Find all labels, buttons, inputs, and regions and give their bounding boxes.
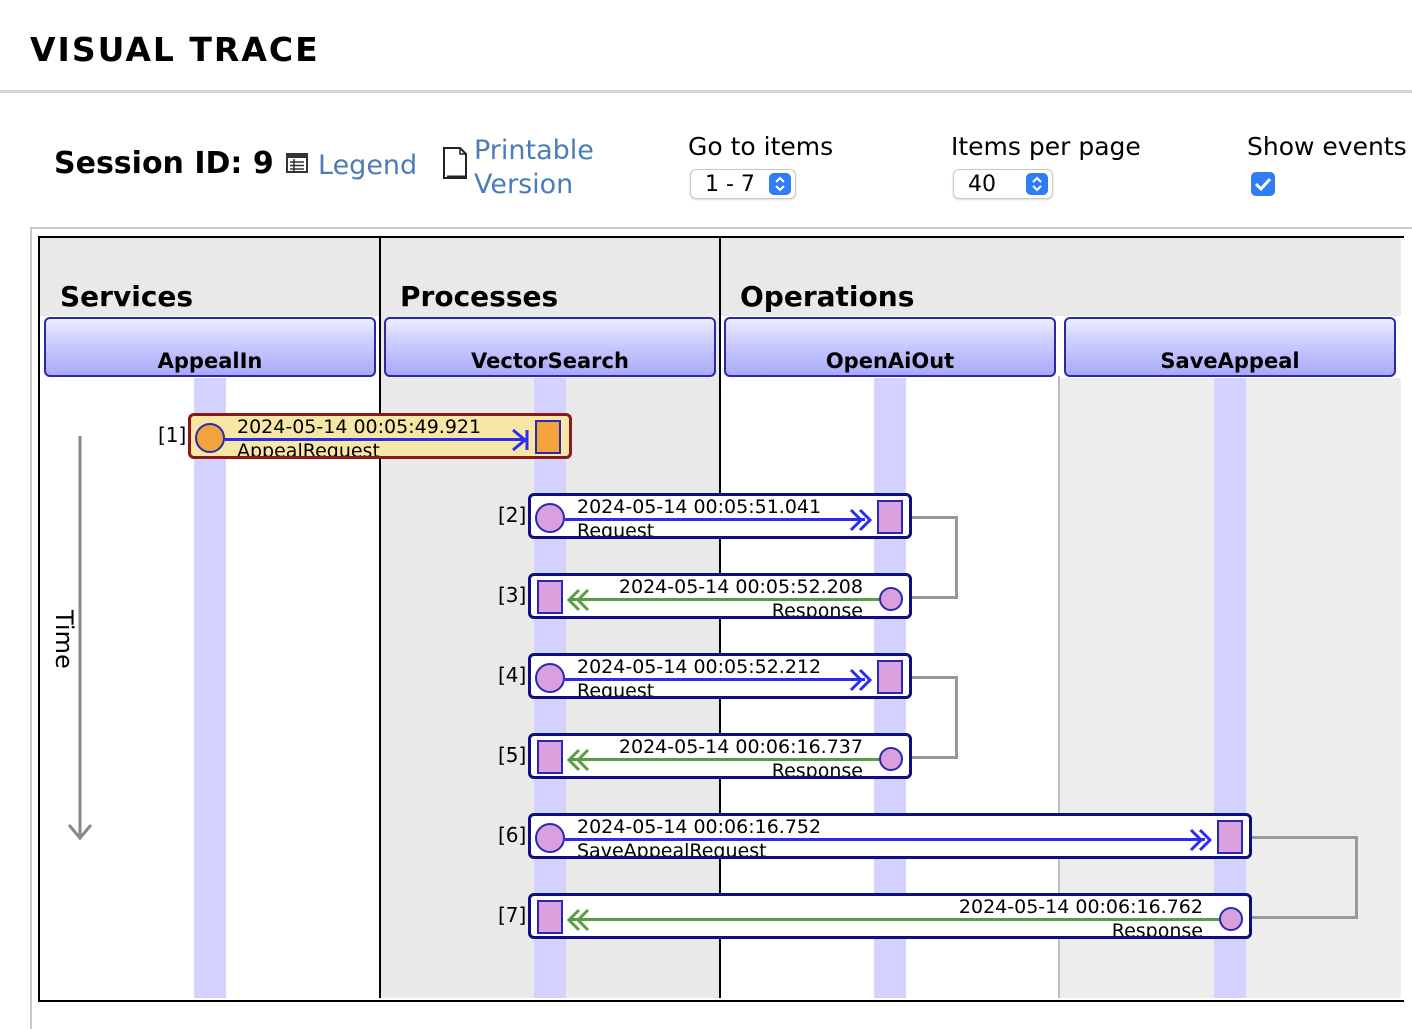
message-name: SaveAppealRequest	[577, 840, 767, 859]
message-index: [5]	[498, 743, 527, 767]
items-per-page-select[interactable]: 40	[953, 169, 1053, 199]
column-header-vectorsearch[interactable]: VectorSearch	[384, 317, 716, 377]
select-updown-icon	[769, 173, 791, 195]
pair-connector	[910, 676, 958, 759]
message-time: 2024-05-14 00:06:16.762	[958, 896, 1203, 918]
message-index: [7]	[498, 903, 527, 927]
legend-link[interactable]: Legend	[318, 150, 418, 181]
goto-items-label: Go to items	[688, 132, 834, 161]
double-arrow-back-icon	[566, 588, 590, 612]
message-name: Response	[771, 760, 863, 779]
message-time: 2024-05-14 00:06:16.737	[618, 736, 863, 758]
goto-items-select[interactable]: 1 - 7	[690, 169, 796, 199]
message-row[interactable]: 2024-05-14 00:05:49.921 AppealRequest	[188, 413, 572, 459]
message-time: 2024-05-14 00:05:52.208	[618, 576, 863, 598]
message-name: AppealRequest	[237, 440, 380, 459]
message-name: Response	[1111, 920, 1203, 939]
printable-line-1: Printable	[474, 135, 594, 166]
message-time: 2024-05-14 00:05:52.212	[577, 656, 822, 678]
section-divider	[379, 238, 381, 998]
target-box-icon	[1217, 820, 1243, 854]
source-circle-icon	[535, 663, 565, 693]
request-arrow-line	[565, 678, 865, 681]
legend-icon[interactable]	[286, 153, 308, 173]
response-arrow-line	[571, 758, 881, 761]
message-name: Request	[577, 680, 655, 699]
arrow-head-icon	[512, 428, 529, 452]
message-index: [3]	[498, 583, 527, 607]
section-title-processes: Processes	[400, 280, 559, 313]
message-time: 2024-05-14 00:05:51.041	[577, 496, 822, 518]
message-row[interactable]: 2024-05-14 00:06:16.752 SaveAppealReques…	[528, 813, 1252, 859]
goto-items-value: 1 - 7	[705, 172, 755, 197]
message-row[interactable]: 2024-05-14 00:05:52.208 Response	[528, 573, 912, 619]
select-updown-icon	[1026, 173, 1048, 195]
source-circle-icon	[1219, 907, 1243, 931]
column-header-saveappeal[interactable]: SaveAppeal	[1064, 317, 1396, 377]
request-arrow-line	[565, 518, 865, 521]
printable-document-icon[interactable]	[442, 146, 468, 180]
target-box-icon	[537, 740, 563, 774]
items-per-page-value: 40	[968, 172, 996, 197]
lifeline-appealin	[194, 378, 226, 998]
time-axis-label: Time	[50, 610, 78, 669]
message-index: [2]	[498, 503, 527, 527]
message-row[interactable]: 2024-05-14 00:06:16.762 Response	[528, 893, 1252, 939]
message-time: 2024-05-14 00:06:16.752	[577, 816, 822, 838]
request-arrow-line	[565, 838, 1205, 841]
message-name: Response	[771, 600, 863, 619]
response-arrow-line	[571, 918, 1221, 921]
target-box-icon	[537, 580, 563, 614]
column-header-openaiout[interactable]: OpenAiOut	[724, 317, 1056, 377]
show-events-checkbox[interactable]	[1251, 172, 1275, 196]
target-box-icon	[877, 660, 903, 694]
operations-section-bg	[721, 238, 1401, 316]
title-divider	[0, 90, 1412, 93]
message-time: 2024-05-14 00:05:49.921	[237, 416, 482, 438]
source-circle-icon	[879, 587, 903, 611]
pair-connector	[910, 516, 958, 599]
printable-line-2: Version	[474, 169, 574, 200]
source-circle-icon	[535, 823, 565, 853]
double-arrow-back-icon	[566, 748, 590, 772]
time-axis-arrow	[67, 436, 93, 841]
message-row[interactable]: 2024-05-14 00:05:52.212 Request	[528, 653, 912, 699]
double-arrow-back-icon	[566, 908, 590, 932]
message-name: Request	[577, 520, 655, 539]
items-per-page-label: Items per page	[951, 132, 1141, 161]
column-divider	[1058, 376, 1060, 998]
source-circle-icon	[535, 503, 565, 533]
message-index: [6]	[498, 823, 527, 847]
message-row[interactable]: 2024-05-14 00:05:51.041 Request	[528, 493, 912, 539]
response-arrow-line	[571, 598, 881, 601]
source-circle-icon	[879, 747, 903, 771]
section-title-services: Services	[60, 280, 194, 313]
double-arrow-head-icon	[849, 508, 873, 532]
source-circle-icon	[195, 423, 225, 453]
session-id: Session ID: 9	[54, 146, 274, 181]
target-box-icon	[877, 500, 903, 534]
double-arrow-head-icon	[1189, 828, 1213, 852]
message-row[interactable]: 2024-05-14 00:06:16.737 Response	[528, 733, 912, 779]
double-arrow-head-icon	[849, 668, 873, 692]
diagram-outer-frame	[30, 227, 1412, 1029]
show-events-label: Show events	[1247, 132, 1407, 161]
printable-version-link[interactable]: Printable Version	[474, 134, 594, 202]
target-box-icon	[537, 900, 563, 934]
section-title-operations: Operations	[740, 280, 915, 313]
page-title: VISUAL TRACE	[30, 30, 320, 69]
message-index: [1]	[158, 423, 187, 447]
message-index: [4]	[498, 663, 527, 687]
target-box-icon	[535, 420, 561, 454]
column-header-appealin[interactable]: AppealIn	[44, 317, 376, 377]
services-section-bg	[40, 238, 379, 316]
request-arrow-line	[225, 438, 525, 441]
pair-connector	[1250, 836, 1358, 919]
